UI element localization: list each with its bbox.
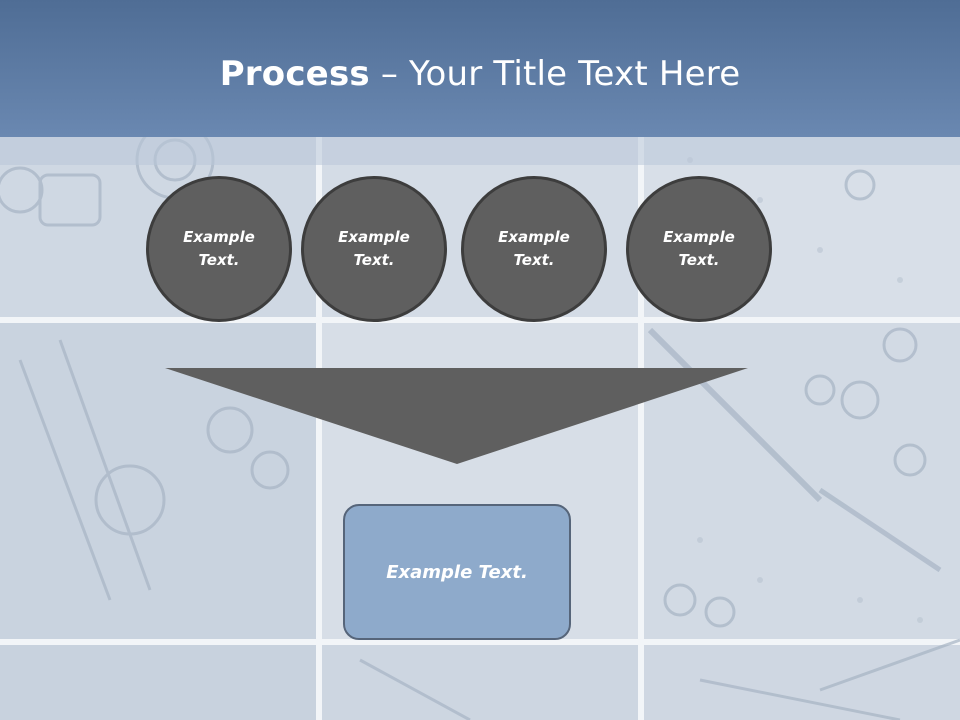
step-label: Example Text. (663, 228, 735, 269)
process-step-circle[interactable]: Example Text. (146, 176, 292, 322)
step-label: Example Text. (498, 228, 570, 269)
process-step-circle[interactable]: Example Text. (626, 176, 772, 322)
result-label: Example Text. (386, 561, 528, 583)
process-step-circle[interactable]: Example Text. (461, 176, 607, 322)
process-step-circle[interactable]: Example Text. (301, 176, 447, 322)
header-shadow-band (0, 137, 960, 165)
step-label: Example Text. (183, 228, 255, 269)
title-rest-part: – Your Title Text Here (369, 54, 741, 94)
title-bold-part: Process (219, 54, 370, 94)
page-title[interactable]: Process – Your Title Text Here (0, 50, 960, 98)
title-banner (0, 0, 960, 137)
result-box[interactable]: Example Text. (343, 504, 571, 640)
step-label: Example Text. (338, 228, 410, 269)
